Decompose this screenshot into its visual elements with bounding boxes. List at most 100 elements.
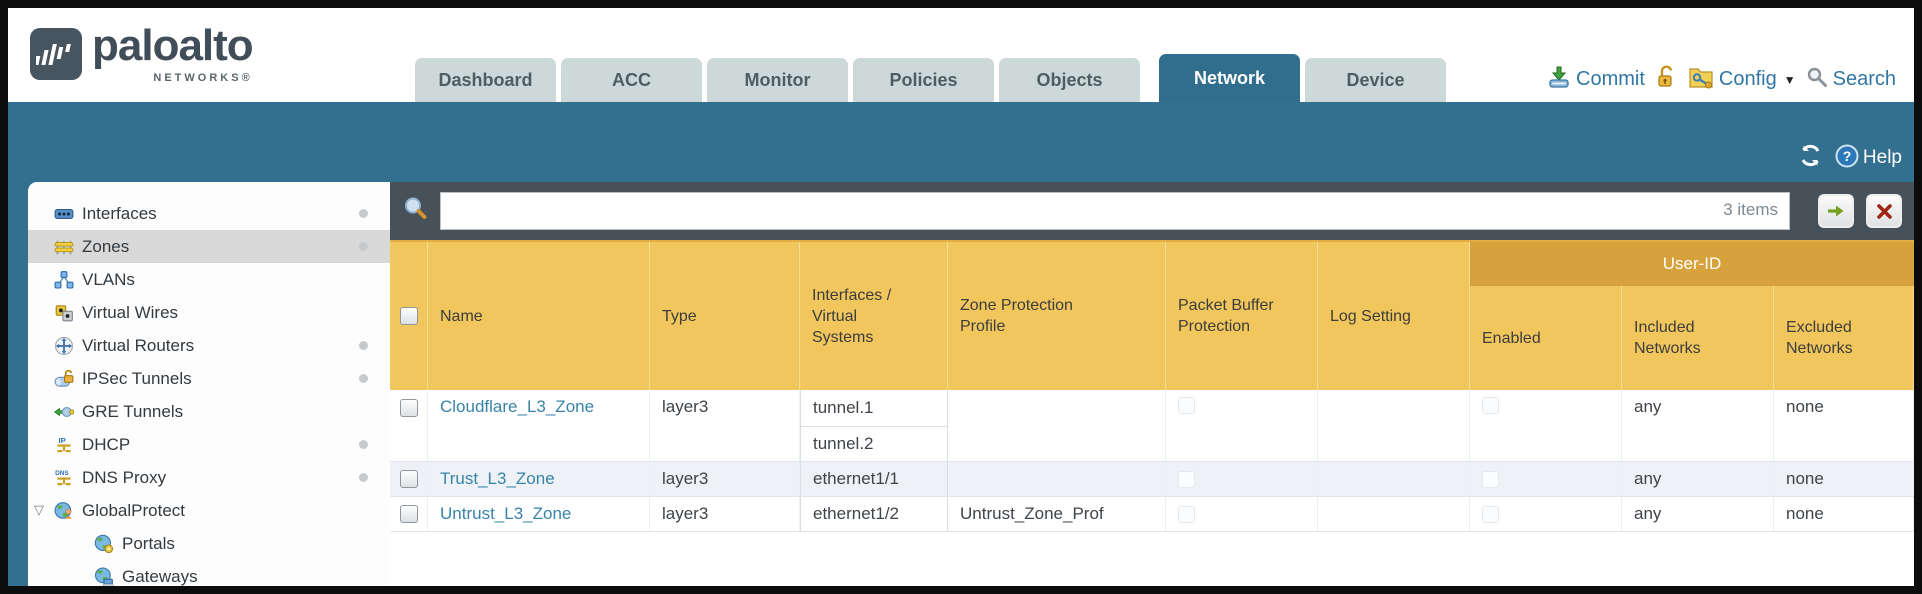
col-interfaces[interactable]: Interfaces / Virtual Systems	[800, 242, 948, 390]
main-tab-bar: Dashboard ACC Monitor Policies Objects N…	[415, 54, 1451, 102]
vlans-icon	[54, 270, 74, 290]
top-bar: paloalto NETWORKS® Dashboard ACC Monitor…	[8, 8, 1914, 102]
zone-name-link[interactable]: Trust_L3_Zone	[440, 469, 555, 488]
sidebar-item-globalprotect[interactable]: ▽ GlobalProtect	[28, 494, 390, 527]
col-included-networks[interactable]: Included Networks	[1622, 242, 1774, 390]
sidebar-item-zones[interactable]: Zones	[28, 230, 390, 263]
packet-buffer-cell	[1166, 497, 1318, 531]
sidebar-item-gateways[interactable]: Gateways	[28, 560, 390, 586]
userid-enabled-checkbox[interactable]	[1482, 470, 1499, 488]
svg-text:?: ?	[1843, 148, 1852, 164]
sidebar-item-label: Zones	[82, 236, 130, 256]
packet-buffer-checkbox[interactable]	[1178, 397, 1195, 414]
col-enabled[interactable]: Enabled	[1470, 242, 1622, 390]
tab-policies[interactable]: Policies	[853, 58, 994, 102]
sidebar-item-virtual-routers[interactable]: Virtual Routers	[28, 329, 390, 362]
apply-filter-button[interactable]	[1818, 194, 1854, 228]
col-type[interactable]: Type	[650, 242, 800, 390]
row-checkbox[interactable]	[399, 399, 418, 417]
zone-name-link[interactable]: Cloudflare_L3_Zone	[440, 397, 595, 416]
status-dot	[359, 242, 368, 251]
sidebar-item-gre-tunnels[interactable]: GRE Tunnels	[28, 395, 390, 428]
tab-network[interactable]: Network	[1159, 54, 1300, 102]
sidebar-item-virtual-wires[interactable]: Virtual Wires	[28, 296, 390, 329]
brand-name: paloalto	[92, 21, 254, 70]
userid-enabled-checkbox[interactable]	[1482, 397, 1499, 414]
help-button[interactable]: ? Help	[1835, 144, 1902, 173]
sidebar-item-vlans[interactable]: VLANs	[28, 263, 390, 296]
col-log-setting[interactable]: Log Setting	[1318, 242, 1470, 390]
zone-type-cell: layer3	[650, 497, 800, 531]
col-packet-buffer-protection[interactable]: Packet Buffer Protection	[1166, 242, 1318, 390]
row-checkbox-cell	[390, 462, 428, 496]
packet-buffer-checkbox[interactable]	[1178, 470, 1195, 488]
sidebar-item-label: IPSec Tunnels	[82, 368, 192, 388]
filter-input[interactable]	[440, 192, 1790, 230]
excluded-networks-cell: none	[1774, 462, 1914, 496]
zone-interfaces-cell: tunnel.1 tunnel.2	[800, 390, 948, 461]
zone-name-link[interactable]: Untrust_L3_Zone	[440, 504, 572, 523]
clear-filter-button[interactable]	[1866, 194, 1902, 228]
commit-button[interactable]: Commit	[1547, 65, 1645, 94]
status-dot	[359, 209, 368, 218]
gateways-icon	[94, 566, 114, 587]
tab-objects[interactable]: Objects	[999, 58, 1140, 102]
included-networks-cell: any	[1622, 497, 1774, 531]
sidebar-item-dhcp[interactable]: IP DHCP	[28, 428, 390, 461]
help-label: Help	[1862, 147, 1902, 168]
sidebar-item-interfaces[interactable]: Interfaces	[28, 197, 390, 230]
app-window: paloalto NETWORKS® Dashboard ACC Monitor…	[8, 8, 1914, 586]
zones-icon	[54, 237, 74, 257]
table-row: Cloudflare_L3_Zone layer3 tunnel.1 tunne…	[390, 390, 1914, 462]
brand-sub: NETWORKS®	[153, 72, 253, 84]
row-checkbox-cell	[390, 390, 428, 461]
expander-icon[interactable]: ▽	[34, 502, 44, 517]
refresh-icon[interactable]	[1798, 143, 1823, 173]
status-dot	[359, 440, 368, 449]
sidebar-item-label: Portals	[122, 533, 175, 553]
col-name[interactable]: Name	[428, 242, 650, 390]
banner-actions: ? Help	[1798, 143, 1902, 173]
zones-panel: 3 items User-ID	[390, 182, 1914, 586]
sidebar-item-portals[interactable]: Portals	[28, 527, 390, 560]
tab-dashboard[interactable]: Dashboard	[415, 58, 556, 102]
tab-device[interactable]: Device	[1305, 58, 1446, 102]
zone-type-cell: layer3	[650, 390, 800, 461]
dhcp-icon: IP	[54, 435, 74, 455]
lock-icon[interactable]	[1655, 65, 1678, 94]
sidebar-item-label: DHCP	[82, 434, 131, 454]
search-label: Search	[1832, 68, 1896, 90]
log-setting-cell	[1318, 462, 1470, 496]
tab-monitor[interactable]: Monitor	[707, 58, 848, 102]
row-checkbox[interactable]	[399, 470, 418, 488]
content-area: Interfaces Zones VLANs Virtua	[8, 182, 1914, 586]
userid-enabled-cell	[1470, 462, 1622, 496]
network-sidebar: Interfaces Zones VLANs Virtua	[28, 182, 390, 586]
select-all-checkbox[interactable]	[399, 307, 418, 325]
interface-entry: ethernet1/2	[813, 504, 900, 523]
row-checkbox[interactable]	[399, 505, 418, 523]
packet-buffer-cell	[1166, 462, 1318, 496]
brand-text: paloalto NETWORKS®	[92, 21, 254, 85]
status-dot	[359, 473, 368, 482]
sidebar-item-label: GlobalProtect	[82, 500, 185, 520]
config-icon	[1688, 65, 1714, 94]
table-row: Untrust_L3_Zone layer3 ethernet1/2 Untru…	[390, 497, 1914, 532]
userid-enabled-checkbox[interactable]	[1482, 505, 1499, 523]
sidebar-item-label: DNS Proxy	[82, 467, 167, 487]
teal-banner: ? Help	[8, 102, 1914, 182]
header-actions: Commit Con	[1547, 65, 1896, 94]
config-button[interactable]: Config ▼	[1688, 65, 1796, 94]
sidebar-item-dns-proxy[interactable]: DNS DNS Proxy	[28, 461, 390, 494]
col-excluded-networks[interactable]: Excluded Networks	[1774, 242, 1914, 390]
packet-buffer-checkbox[interactable]	[1178, 505, 1195, 523]
portals-icon	[94, 534, 114, 554]
tab-acc[interactable]: ACC	[561, 58, 702, 102]
search-button[interactable]: Search	[1806, 66, 1896, 93]
green-arrow-icon	[1828, 205, 1844, 217]
config-label: Config	[1718, 68, 1777, 90]
sidebar-item-ipsec-tunnels[interactable]: IPSec Tunnels	[28, 362, 390, 395]
col-zone-protection-profile[interactable]: Zone Protection Profile	[948, 242, 1166, 390]
zone-interfaces-cell: ethernet1/2	[800, 497, 948, 531]
